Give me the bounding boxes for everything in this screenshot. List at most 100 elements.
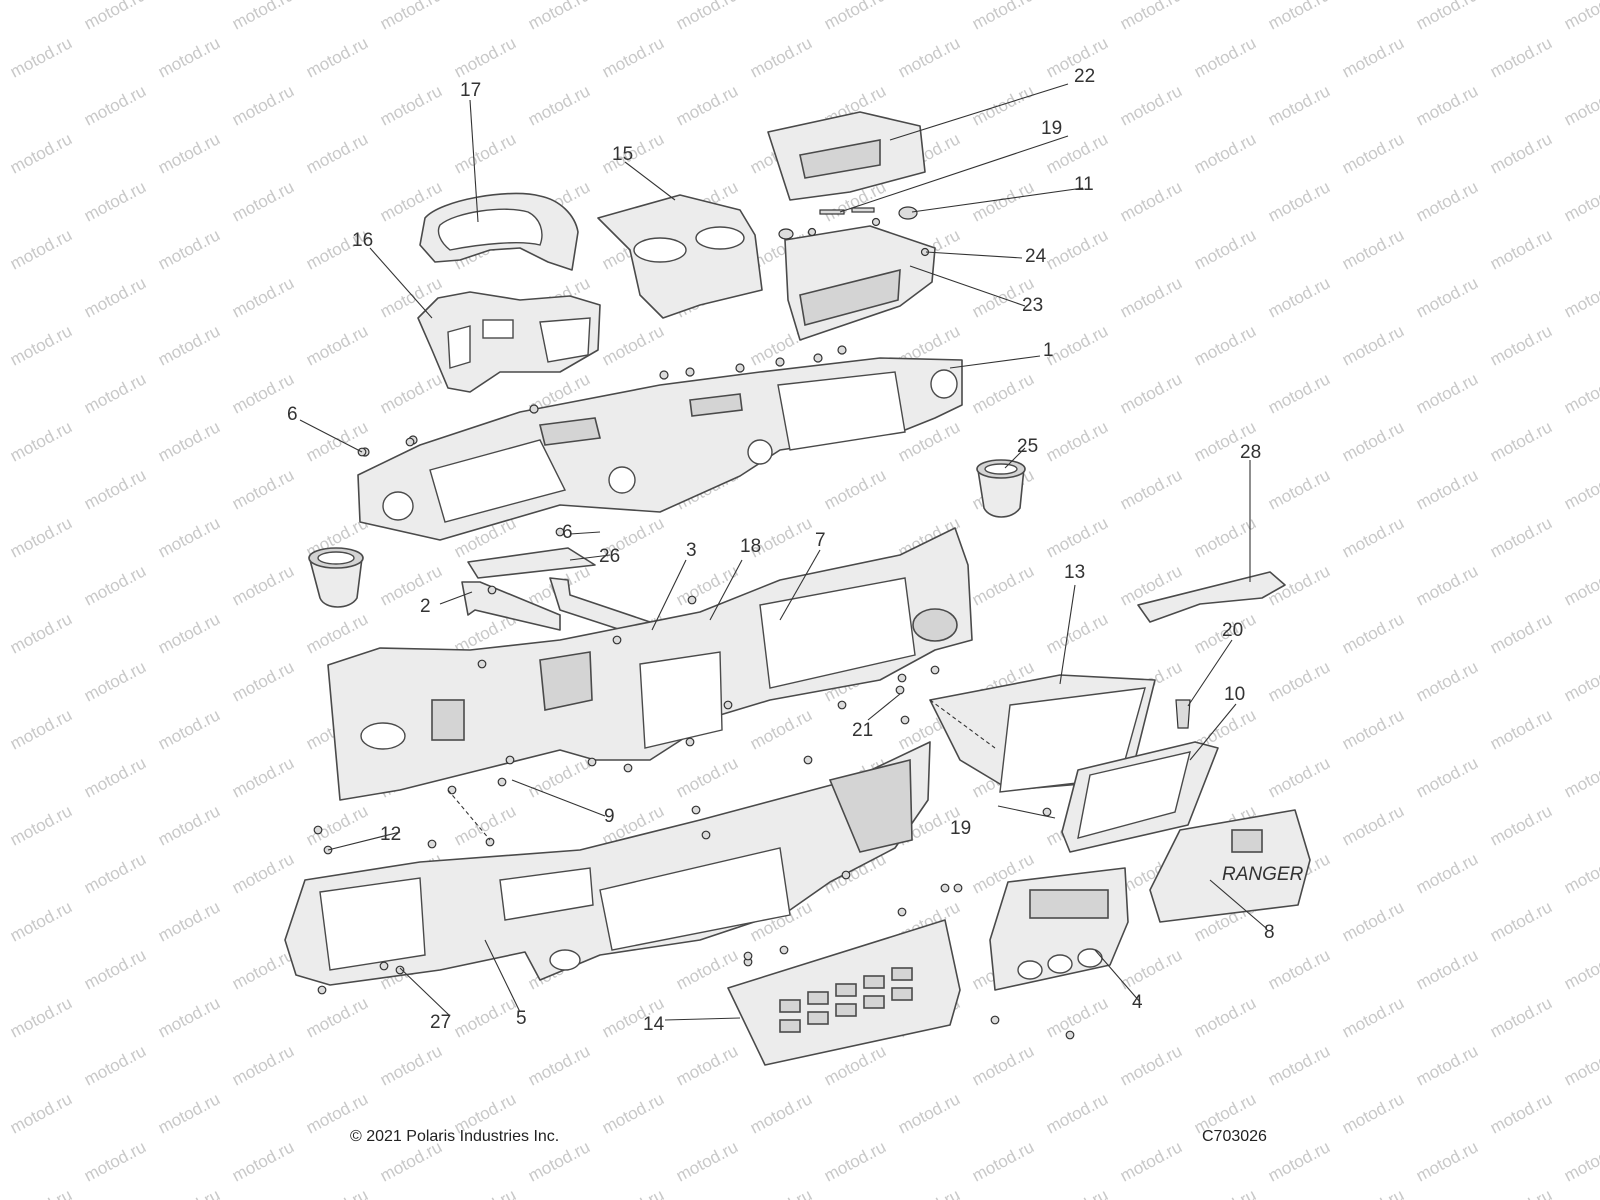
watermark-text: motod.ru (155, 897, 223, 945)
watermark-text: motod.ru (377, 561, 445, 609)
watermark-text: motod.ru (7, 513, 75, 561)
watermark-text: motod.ru (7, 33, 75, 81)
watermark-text: motod.ru (451, 33, 519, 81)
part-15-cupholder-panel (597, 194, 763, 319)
watermark-text: motod.ru (1561, 657, 1600, 705)
watermark-text: motod.ru (229, 657, 297, 705)
screw-icon (487, 585, 497, 595)
screw-icon (990, 1015, 1000, 1025)
watermark-text: motod.ru (1265, 273, 1333, 321)
screw-icon (485, 837, 495, 847)
watermark-text: motod.ru (7, 417, 75, 465)
watermark-text: motod.ru (895, 1185, 963, 1200)
watermark-text: motod.ru (895, 1089, 963, 1137)
watermark-text: motod.ru (303, 129, 371, 177)
screw-icon (691, 805, 701, 815)
watermark-text: motod.ru (1561, 369, 1600, 417)
watermark-text: motod.ru (1191, 321, 1259, 369)
callout-23: 23 (1022, 295, 1043, 316)
watermark-text: motod.ru (1191, 33, 1259, 81)
watermark-text: motod.ru (969, 561, 1037, 609)
top-right-fasteners (778, 206, 930, 257)
watermark-text: motod.ru (303, 993, 371, 1041)
watermark-text: motod.ru (1487, 225, 1555, 273)
screw-icon (587, 757, 597, 767)
screw-icon (317, 985, 327, 995)
watermark-text: motod.ru (7, 705, 75, 753)
part-17-instrument-bezel (419, 192, 579, 271)
watermark-text: motod.ru (525, 0, 593, 34)
watermark-text: motod.ru (1043, 1089, 1111, 1137)
watermark-text: motod.ru (1561, 1041, 1600, 1089)
watermark-text: motod.ru (451, 129, 519, 177)
screw-icon (779, 945, 789, 955)
watermark-text: motod.ru (1265, 177, 1333, 225)
watermark-text: motod.ru (155, 1185, 223, 1200)
watermark-text: motod.ru (747, 33, 815, 81)
part-16-gauge-housing (417, 291, 601, 393)
watermark-text: motod.ru (1413, 561, 1481, 609)
copyright-text: © 2021 Polaris Industries Inc. (350, 1128, 560, 1145)
part-1-upper-dash (357, 357, 963, 541)
watermark-text: motod.ru (673, 753, 741, 801)
callout-16: 16 (352, 230, 373, 251)
watermark-text: motod.ru (1561, 0, 1600, 34)
watermark-text: motod.ru (0, 849, 1, 897)
screw-icon (940, 883, 950, 893)
watermark-text: motod.ru (229, 1041, 297, 1089)
screw-icon (405, 437, 415, 447)
fasteners (313, 437, 1075, 1040)
callout-6: 6 (562, 522, 573, 543)
callout-19: 19 (950, 818, 971, 839)
watermark-text: motod.ru (1265, 81, 1333, 129)
watermark-text: motod.ru (1191, 993, 1259, 1041)
watermark-text: motod.ru (1561, 1137, 1600, 1185)
watermark-text: motod.ru (1339, 705, 1407, 753)
watermark-text: motod.ru (1339, 33, 1407, 81)
watermark-text: motod.ru (1339, 321, 1407, 369)
watermark-text: motod.ru (155, 1089, 223, 1137)
watermark-text: motod.ru (7, 609, 75, 657)
watermark-text: motod.ru (229, 945, 297, 993)
watermark-text: motod.ru (1339, 417, 1407, 465)
watermark-text: motod.ru (1117, 465, 1185, 513)
watermark-text: motod.ru (821, 465, 889, 513)
watermark-text: motod.ru (81, 0, 149, 34)
watermark-text: motod.ru (229, 0, 297, 34)
callout-20: 20 (1222, 620, 1243, 641)
watermark-text: motod.ru (7, 1185, 75, 1200)
watermark-text: motod.ru (81, 465, 149, 513)
screw-icon (897, 673, 907, 683)
watermark-text: motod.ru (229, 1137, 297, 1185)
screw-icon (1065, 1030, 1075, 1040)
watermark-text: motod.ru (1191, 129, 1259, 177)
watermark-text: motod.ru (0, 369, 1, 417)
watermark-text: motod.ru (747, 705, 815, 753)
watermark-text: motod.ru (969, 1041, 1037, 1089)
watermark-text: motod.ru (229, 561, 297, 609)
watermark-text: motod.ru (673, 1041, 741, 1089)
watermark-text: motod.ru (1265, 1041, 1333, 1089)
callout-13: 13 (1064, 562, 1085, 583)
watermark-text: motod.ru (1339, 225, 1407, 273)
watermark-text: motod.ru (1191, 513, 1259, 561)
watermark-text: motod.ru (0, 273, 1, 321)
watermark-text: motod.ru (7, 129, 75, 177)
watermark-text: motod.ru (0, 81, 1, 129)
watermark-text: motod.ru (599, 321, 667, 369)
watermark-text: motod.ru (377, 1041, 445, 1089)
watermark-text: motod.ru (229, 849, 297, 897)
watermark-text: motod.ru (1339, 129, 1407, 177)
watermark-text: motod.ru (155, 705, 223, 753)
screw-icon (1042, 807, 1052, 817)
watermark-text: motod.ru (1413, 369, 1481, 417)
watermark-text: motod.ru (0, 177, 1, 225)
watermark-text: motod.ru (1561, 945, 1600, 993)
callout-11: 11 (1074, 174, 1094, 195)
watermark-text: motod.ru (1487, 1185, 1555, 1200)
watermark-text: motod.ru (303, 321, 371, 369)
watermark-text: motod.ru (0, 1041, 1, 1089)
watermark-text: motod.ru (0, 561, 1, 609)
watermark-text: motod.ru (969, 1137, 1037, 1185)
callout-9: 9 (604, 806, 615, 827)
